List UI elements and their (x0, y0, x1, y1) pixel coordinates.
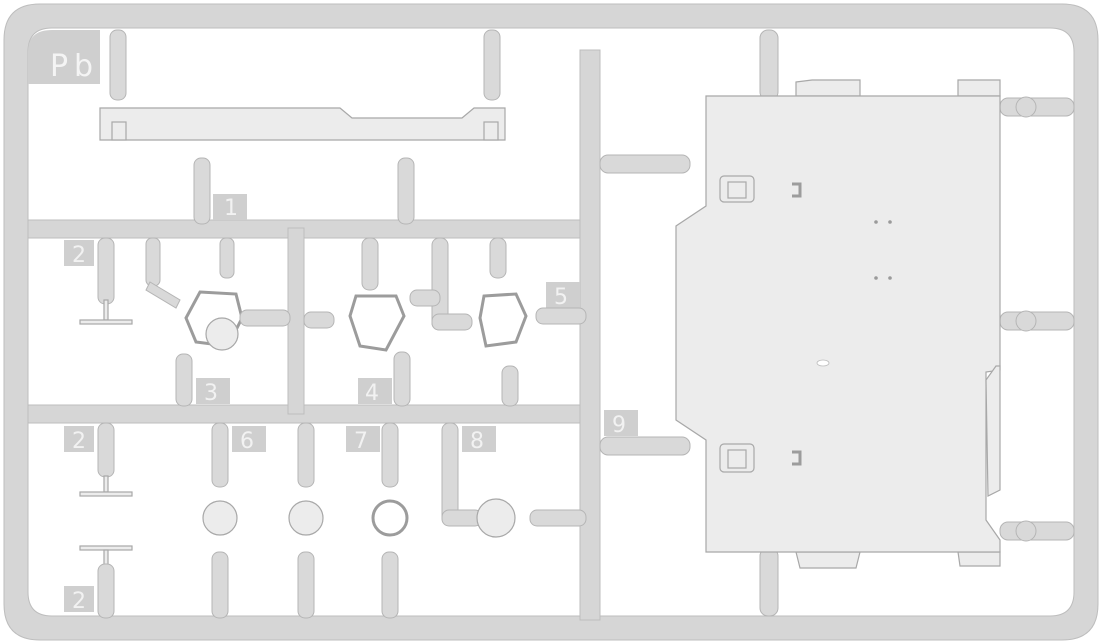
part-number-5: 5 (546, 282, 580, 310)
part-number-4: 4 (358, 378, 392, 406)
part-number-2-middle: 2 (64, 426, 94, 454)
svg-text:7: 7 (354, 429, 368, 454)
runner-horizontal-lower (27, 404, 591, 424)
part-9-plate (599, 29, 1075, 617)
part-2-pin-lower (79, 545, 133, 619)
part-number-3: 3 (196, 378, 230, 406)
part-7-ring (371, 422, 409, 619)
part-6 (202, 422, 238, 619)
sprue-outer-frame (3, 3, 1099, 641)
svg-text:2: 2 (72, 243, 86, 268)
part-number-2-lower: 2 (64, 586, 94, 614)
part-7-solid (288, 422, 324, 619)
sprue-code-main: P (50, 49, 68, 84)
part-number-8: 8 (462, 426, 496, 454)
part-number-1: 1 (213, 194, 247, 221)
part-4 (303, 237, 411, 407)
svg-text:4: 4 (365, 381, 379, 406)
part-2-pin-middle (79, 422, 133, 497)
runner-vertical-mid (287, 227, 305, 415)
svg-text:2: 2 (72, 589, 86, 614)
svg-text:2: 2 (72, 429, 86, 454)
svg-text:9: 9 (612, 413, 626, 438)
part-1-bar (99, 29, 506, 225)
svg-text:1: 1 (224, 196, 238, 221)
svg-text:8: 8 (470, 429, 484, 454)
svg-text:5: 5 (554, 285, 568, 310)
runner-vertical-center (579, 49, 601, 621)
part-number-2-upper: 2 (64, 240, 94, 268)
part-5 (409, 237, 587, 407)
part-number-6: 6 (232, 426, 266, 454)
svg-text:3: 3 (204, 381, 218, 406)
svg-text:6: 6 (240, 429, 254, 454)
sprue-code-logo: P b (28, 30, 100, 84)
part-2-pin-upper (79, 237, 133, 325)
part-3 (145, 237, 291, 407)
runner-horizontal-upper (27, 219, 591, 239)
part-number-7: 7 (346, 426, 380, 454)
part-8 (441, 422, 587, 538)
part-number-9: 9 (604, 410, 638, 438)
sprue-code-sub: b (74, 49, 93, 84)
